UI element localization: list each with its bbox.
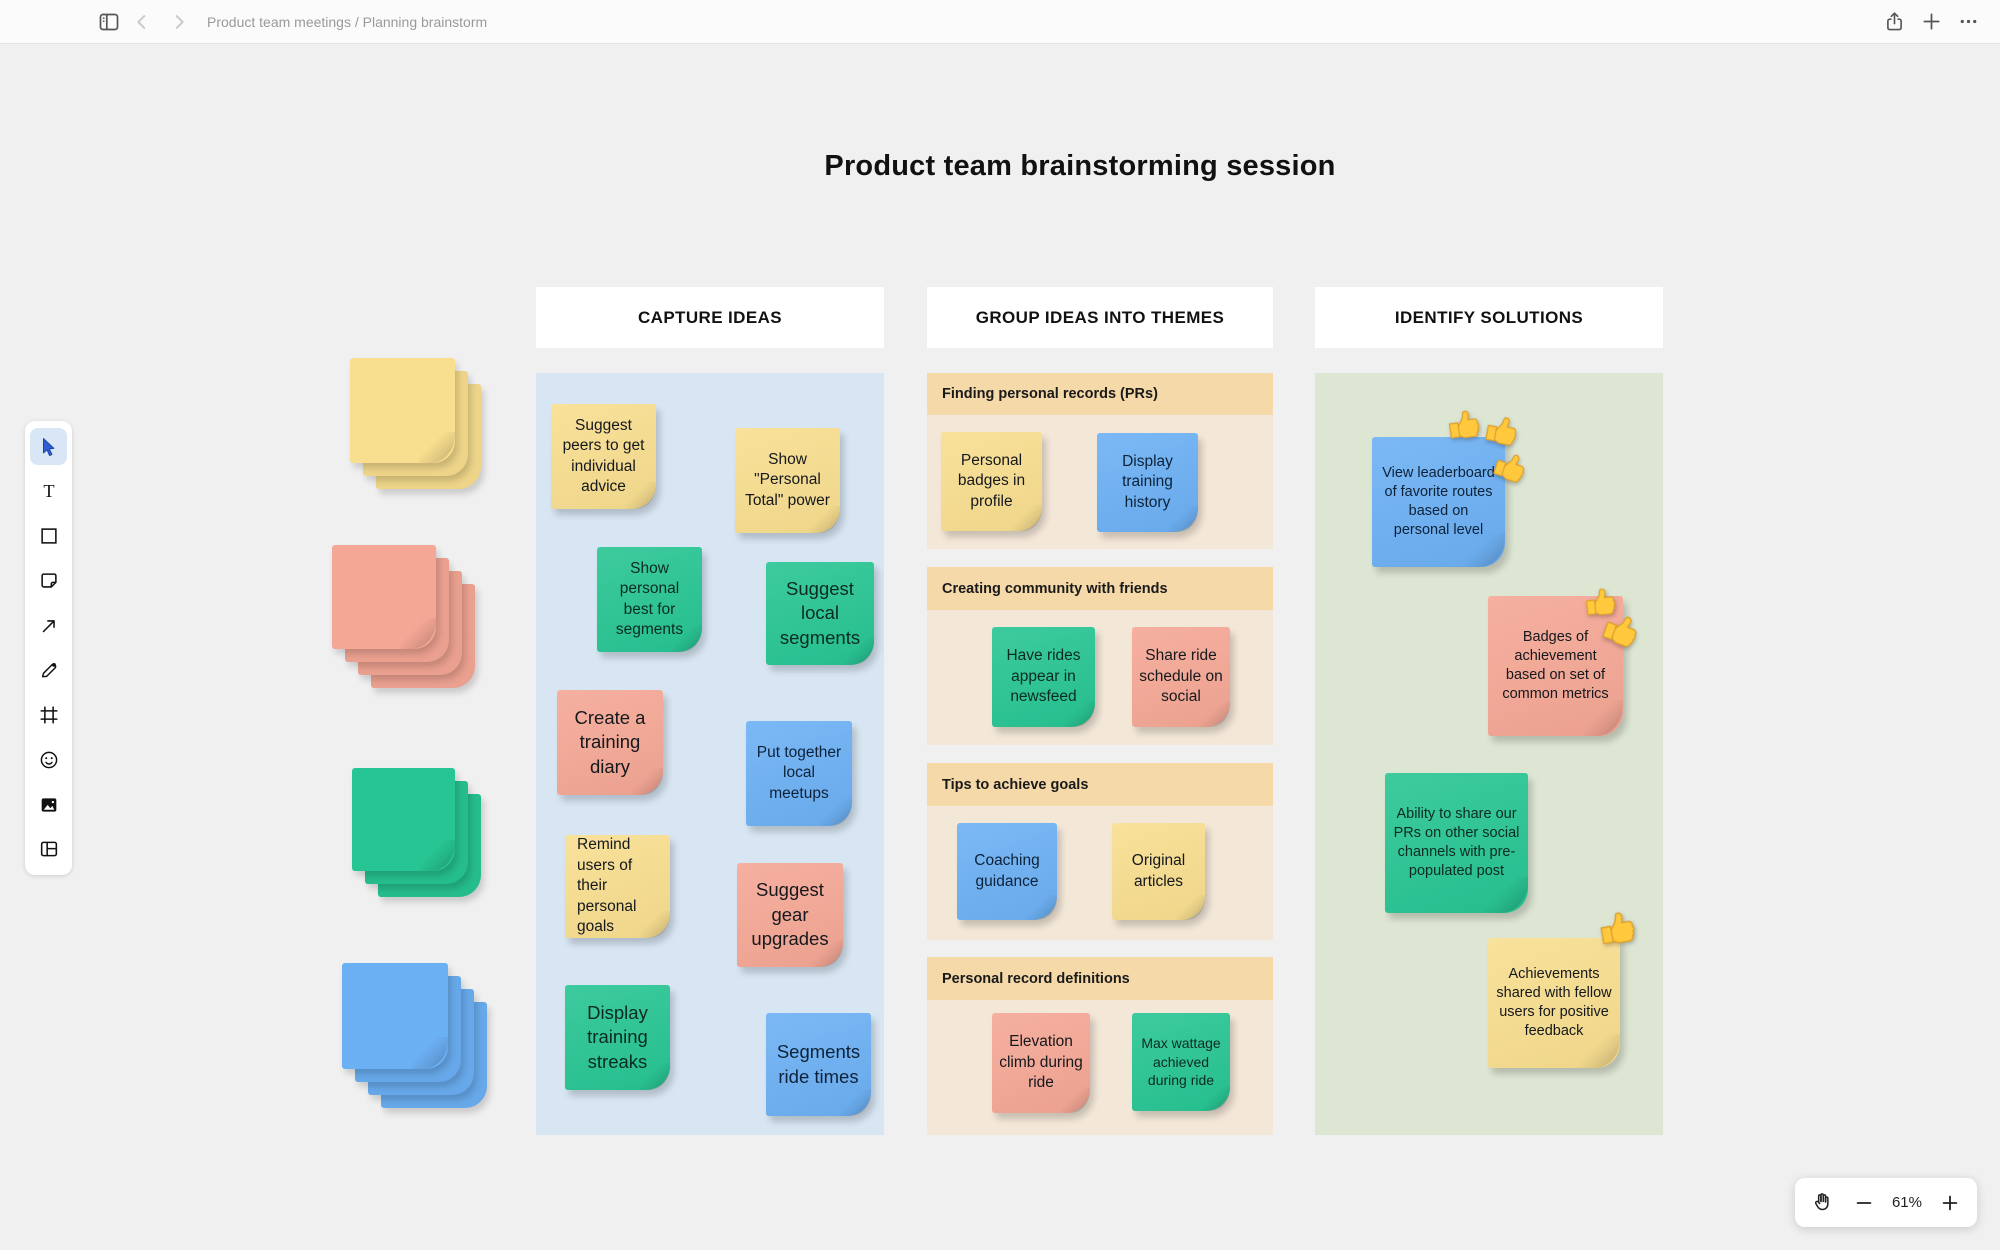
pan-hand-icon[interactable] — [1808, 1189, 1836, 1217]
sticky-note[interactable]: Display training history — [1097, 433, 1198, 532]
pen-tool[interactable] — [30, 652, 67, 689]
text-tool[interactable]: T — [30, 473, 67, 510]
sticky-note[interactable]: Suggest local segments — [766, 562, 874, 665]
sticky-note[interactable]: Coaching guidance — [957, 823, 1057, 920]
column-header-group-ideas: GROUP IDEAS INTO THEMES — [927, 287, 1273, 348]
sticky-note-tool[interactable] — [30, 562, 67, 599]
sticky-note[interactable]: Suggest gear upgrades — [737, 863, 843, 967]
more-icon[interactable] — [1955, 9, 1981, 35]
theme-band: Personal record definitions — [927, 957, 1273, 1000]
sticky-note[interactable]: Have rides appear in newsfeed — [992, 627, 1095, 727]
sticky-note[interactable]: Share ride schedule on social — [1132, 627, 1230, 727]
theme-band: Tips to achieve goals — [927, 763, 1273, 806]
theme-band: Creating community with friends — [927, 567, 1273, 610]
sticky-note[interactable]: Display training streaks — [565, 985, 670, 1090]
sticky-note[interactable]: Personal badges in profile — [941, 432, 1042, 531]
arrow-tool[interactable] — [30, 607, 67, 644]
sticky-note[interactable]: Segments ride times — [766, 1013, 871, 1116]
zoom-level[interactable]: 61% — [1891, 1194, 1922, 1211]
sticky-note[interactable]: Max wattage achieved during ride — [1132, 1013, 1230, 1111]
thumbs-up-emoji[interactable] — [1591, 901, 1644, 954]
tool-palette: T — [25, 421, 72, 875]
sticky-note[interactable]: Show "Personal Total" power — [735, 428, 840, 533]
forward-chevron-icon[interactable] — [166, 9, 192, 35]
breadcrumb[interactable]: Product team meetings / Planning brainst… — [207, 14, 488, 30]
sticky-note[interactable]: Create a training diary — [557, 690, 663, 795]
sticky-note[interactable]: Remind users of their personal goals — [565, 835, 670, 938]
zoom-toolbar: 61% — [1795, 1178, 1977, 1227]
image-tool[interactable] — [30, 786, 67, 823]
select-tool[interactable] — [30, 428, 67, 465]
svg-text:T: T — [43, 481, 54, 501]
sticky-note[interactable]: Put together local meetups — [746, 721, 852, 826]
sticky-note[interactable]: Ability to share our PRs on other social… — [1385, 773, 1528, 913]
add-icon[interactable] — [1918, 9, 1944, 35]
column-header-identify-solutions: IDENTIFY SOLUTIONS — [1315, 287, 1663, 348]
sidebar-toggle-icon[interactable] — [96, 9, 122, 35]
share-icon[interactable] — [1881, 9, 1907, 35]
sticky-note[interactable]: Show personal best for segments — [597, 547, 702, 652]
frame-tool[interactable] — [30, 697, 67, 734]
sticky-note[interactable]: Achievements shared with fellow users fo… — [1488, 938, 1620, 1068]
shape-tool[interactable] — [30, 518, 67, 555]
sticky-note[interactable]: Original articles — [1112, 823, 1205, 920]
zoom-out-icon[interactable] — [1850, 1189, 1878, 1217]
theme-band: Finding personal records (PRs) — [927, 373, 1273, 415]
board-title: Product team brainstorming session — [824, 150, 1336, 182]
column-header-capture-ideas: CAPTURE IDEAS — [536, 287, 884, 348]
back-chevron-icon[interactable] — [129, 9, 155, 35]
sticky-note[interactable]: View leaderboard of favorite routes base… — [1372, 437, 1505, 567]
zoom-in-icon[interactable] — [1936, 1189, 1964, 1217]
top-bar: Product team meetings / Planning brainst… — [0, 0, 2000, 44]
emoji-tool[interactable] — [30, 741, 67, 778]
sticky-note[interactable]: Suggest peers to get individual advice — [551, 404, 656, 509]
sticky-note[interactable]: Elevation climb during ride — [992, 1013, 1090, 1113]
layout-tool[interactable] — [30, 831, 67, 868]
sticky-note[interactable]: Badges of achievement based on set of co… — [1488, 596, 1623, 736]
